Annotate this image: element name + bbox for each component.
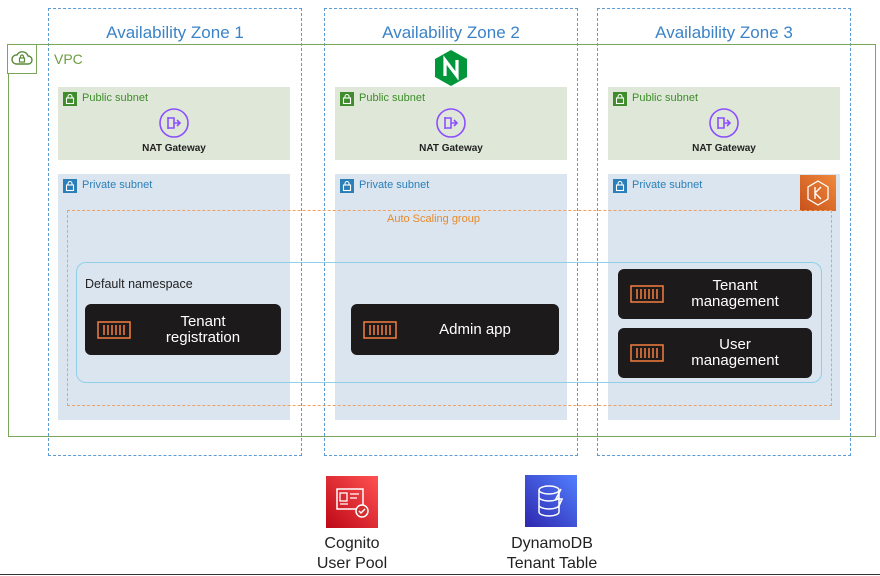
cognito-icon: [326, 476, 378, 528]
dynamodb-label: DynamoDB Tenant Table: [506, 535, 598, 572]
lock-icon: [613, 92, 627, 106]
service-admin-app: Admin app: [351, 304, 559, 355]
service-tenant-management-label: Tenant management: [691, 277, 779, 310]
service-tenant-registration: Tenant registration: [85, 304, 281, 355]
lock-icon: [63, 179, 77, 193]
private-subnet-az2: Private subnet: [335, 174, 567, 420]
nat-gateway-icon: [335, 107, 567, 139]
nat-gateway-label: NAT Gateway: [419, 143, 483, 154]
container-icon: [97, 320, 131, 339]
public-subnet-az3: Public subnet NAT Gateway: [608, 87, 840, 160]
container-icon: [630, 344, 664, 362]
nginx-icon: [431, 48, 471, 88]
container-icon: [630, 285, 664, 303]
vpc-boundary: [8, 44, 876, 437]
lock-icon: [340, 92, 354, 106]
private-subnet-label: Private subnet: [359, 179, 430, 191]
container-icon: [363, 320, 397, 339]
public-subnet-label: Public subnet: [632, 92, 699, 104]
availability-zone-2-title: Availability Zone 2: [382, 23, 520, 42]
nat-gateway-label: NAT Gateway: [142, 143, 206, 154]
bottom-divider: [0, 574, 880, 575]
availability-zone-1: Availability Zone 1: [48, 8, 302, 456]
default-namespace-label: Default namespace: [85, 277, 193, 291]
service-tenant-management: Tenant management: [618, 269, 812, 319]
vpc-label: VPC: [54, 51, 83, 67]
lock-icon: [613, 179, 627, 193]
service-admin-app-label: Admin app: [439, 320, 511, 338]
nat-gateway-icon: [608, 107, 840, 139]
availability-zone-1-title: Availability Zone 1: [106, 23, 244, 42]
dynamodb-icon: [525, 475, 577, 527]
public-subnet-label: Public subnet: [82, 92, 149, 104]
nat-gateway-label: NAT Gateway: [692, 143, 756, 154]
private-subnet-az1: Private subnet: [58, 174, 290, 420]
private-subnet-label: Private subnet: [632, 179, 703, 191]
auto-scaling-group: [67, 210, 832, 406]
service-user-management: User management: [618, 328, 812, 378]
service-tenant-registration-label: Tenant registration: [165, 312, 241, 346]
private-subnet-label: Private subnet: [82, 179, 153, 191]
eks-icon: [800, 175, 836, 211]
nat-gateway-icon: [58, 107, 290, 139]
default-namespace: [76, 262, 822, 383]
public-subnet-az1: Public subnet NAT Gateway: [58, 87, 290, 160]
public-subnet-az2: Public subnet NAT Gateway: [335, 87, 567, 160]
availability-zone-3: Availability Zone 3: [597, 8, 851, 456]
public-subnet-label: Public subnet: [359, 92, 426, 104]
service-user-management-label: User management: [691, 336, 779, 369]
cognito-label: Cognito User Pool: [316, 535, 388, 572]
vpc-cloud-icon: [7, 44, 37, 74]
availability-zone-2: Availability Zone 2: [324, 8, 578, 456]
lock-icon: [340, 179, 354, 193]
lock-icon: [63, 92, 77, 106]
auto-scaling-group-label: Auto Scaling group: [387, 213, 480, 225]
availability-zone-3-title: Availability Zone 3: [655, 23, 793, 42]
